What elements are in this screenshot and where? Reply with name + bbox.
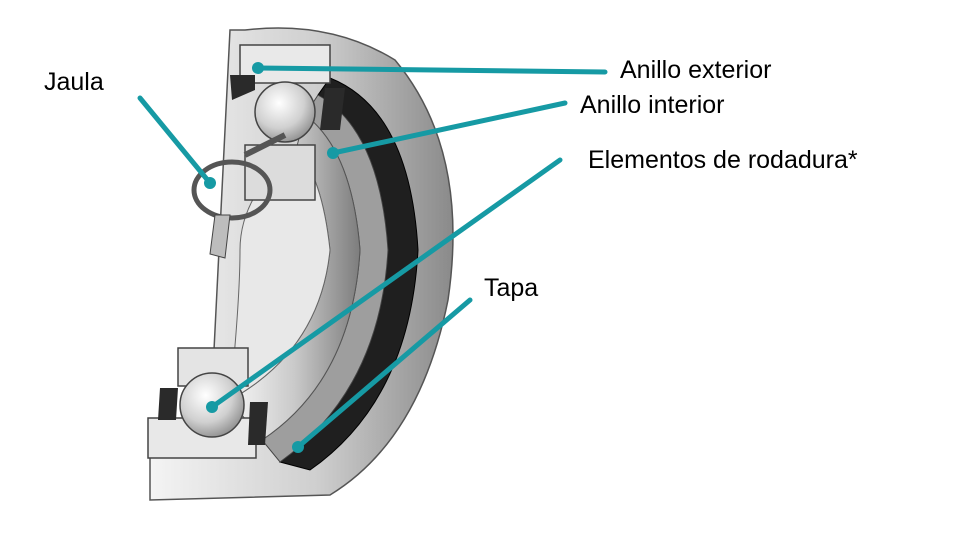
leader-cover [295, 297, 473, 450]
leader-outer-ring [255, 65, 608, 75]
label-cover: Tapa [484, 274, 539, 302]
label-inner-ring: Anillo interior [580, 91, 725, 119]
leader-cage [137, 95, 213, 186]
label-cage: Jaula [44, 68, 104, 96]
label-outer-ring: Anillo exterior [620, 56, 772, 84]
bottom-section [147, 347, 268, 459]
leader-endpoints [204, 62, 339, 453]
leader-rolling-elements [209, 157, 563, 410]
top-section [230, 44, 345, 201]
label-rolling-elements: Elementos de rodadura* [588, 146, 858, 174]
cage [191, 132, 287, 259]
leader-inner-ring [330, 100, 568, 156]
leader-lines [137, 65, 608, 450]
